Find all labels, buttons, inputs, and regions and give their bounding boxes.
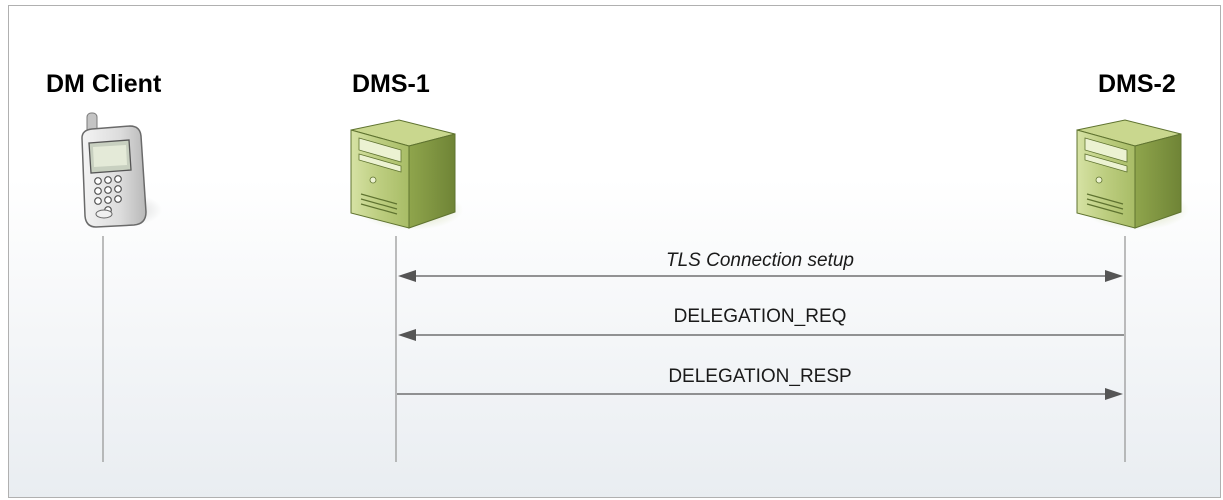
server-tower-icon xyxy=(1076,119,1189,230)
dms-1-title: DMS-1 xyxy=(352,70,430,98)
diagram-frame xyxy=(8,5,1221,498)
delegation-resp-arrow xyxy=(397,388,1123,400)
tls-connection-label: TLS Connection setup xyxy=(665,250,855,271)
delegation-resp-label: DELEGATION_RESP xyxy=(668,366,852,387)
mobile-phone-icon xyxy=(81,112,162,228)
dms-2-title: DMS-2 xyxy=(1098,70,1176,98)
dm-client-title: DM Client xyxy=(46,70,162,98)
delegation-req-label: DELEGATION_REQ xyxy=(673,306,847,327)
delegation-req-arrow xyxy=(398,329,1124,341)
tls-connection-arrow xyxy=(398,270,1123,282)
server-tower-icon xyxy=(350,119,463,230)
